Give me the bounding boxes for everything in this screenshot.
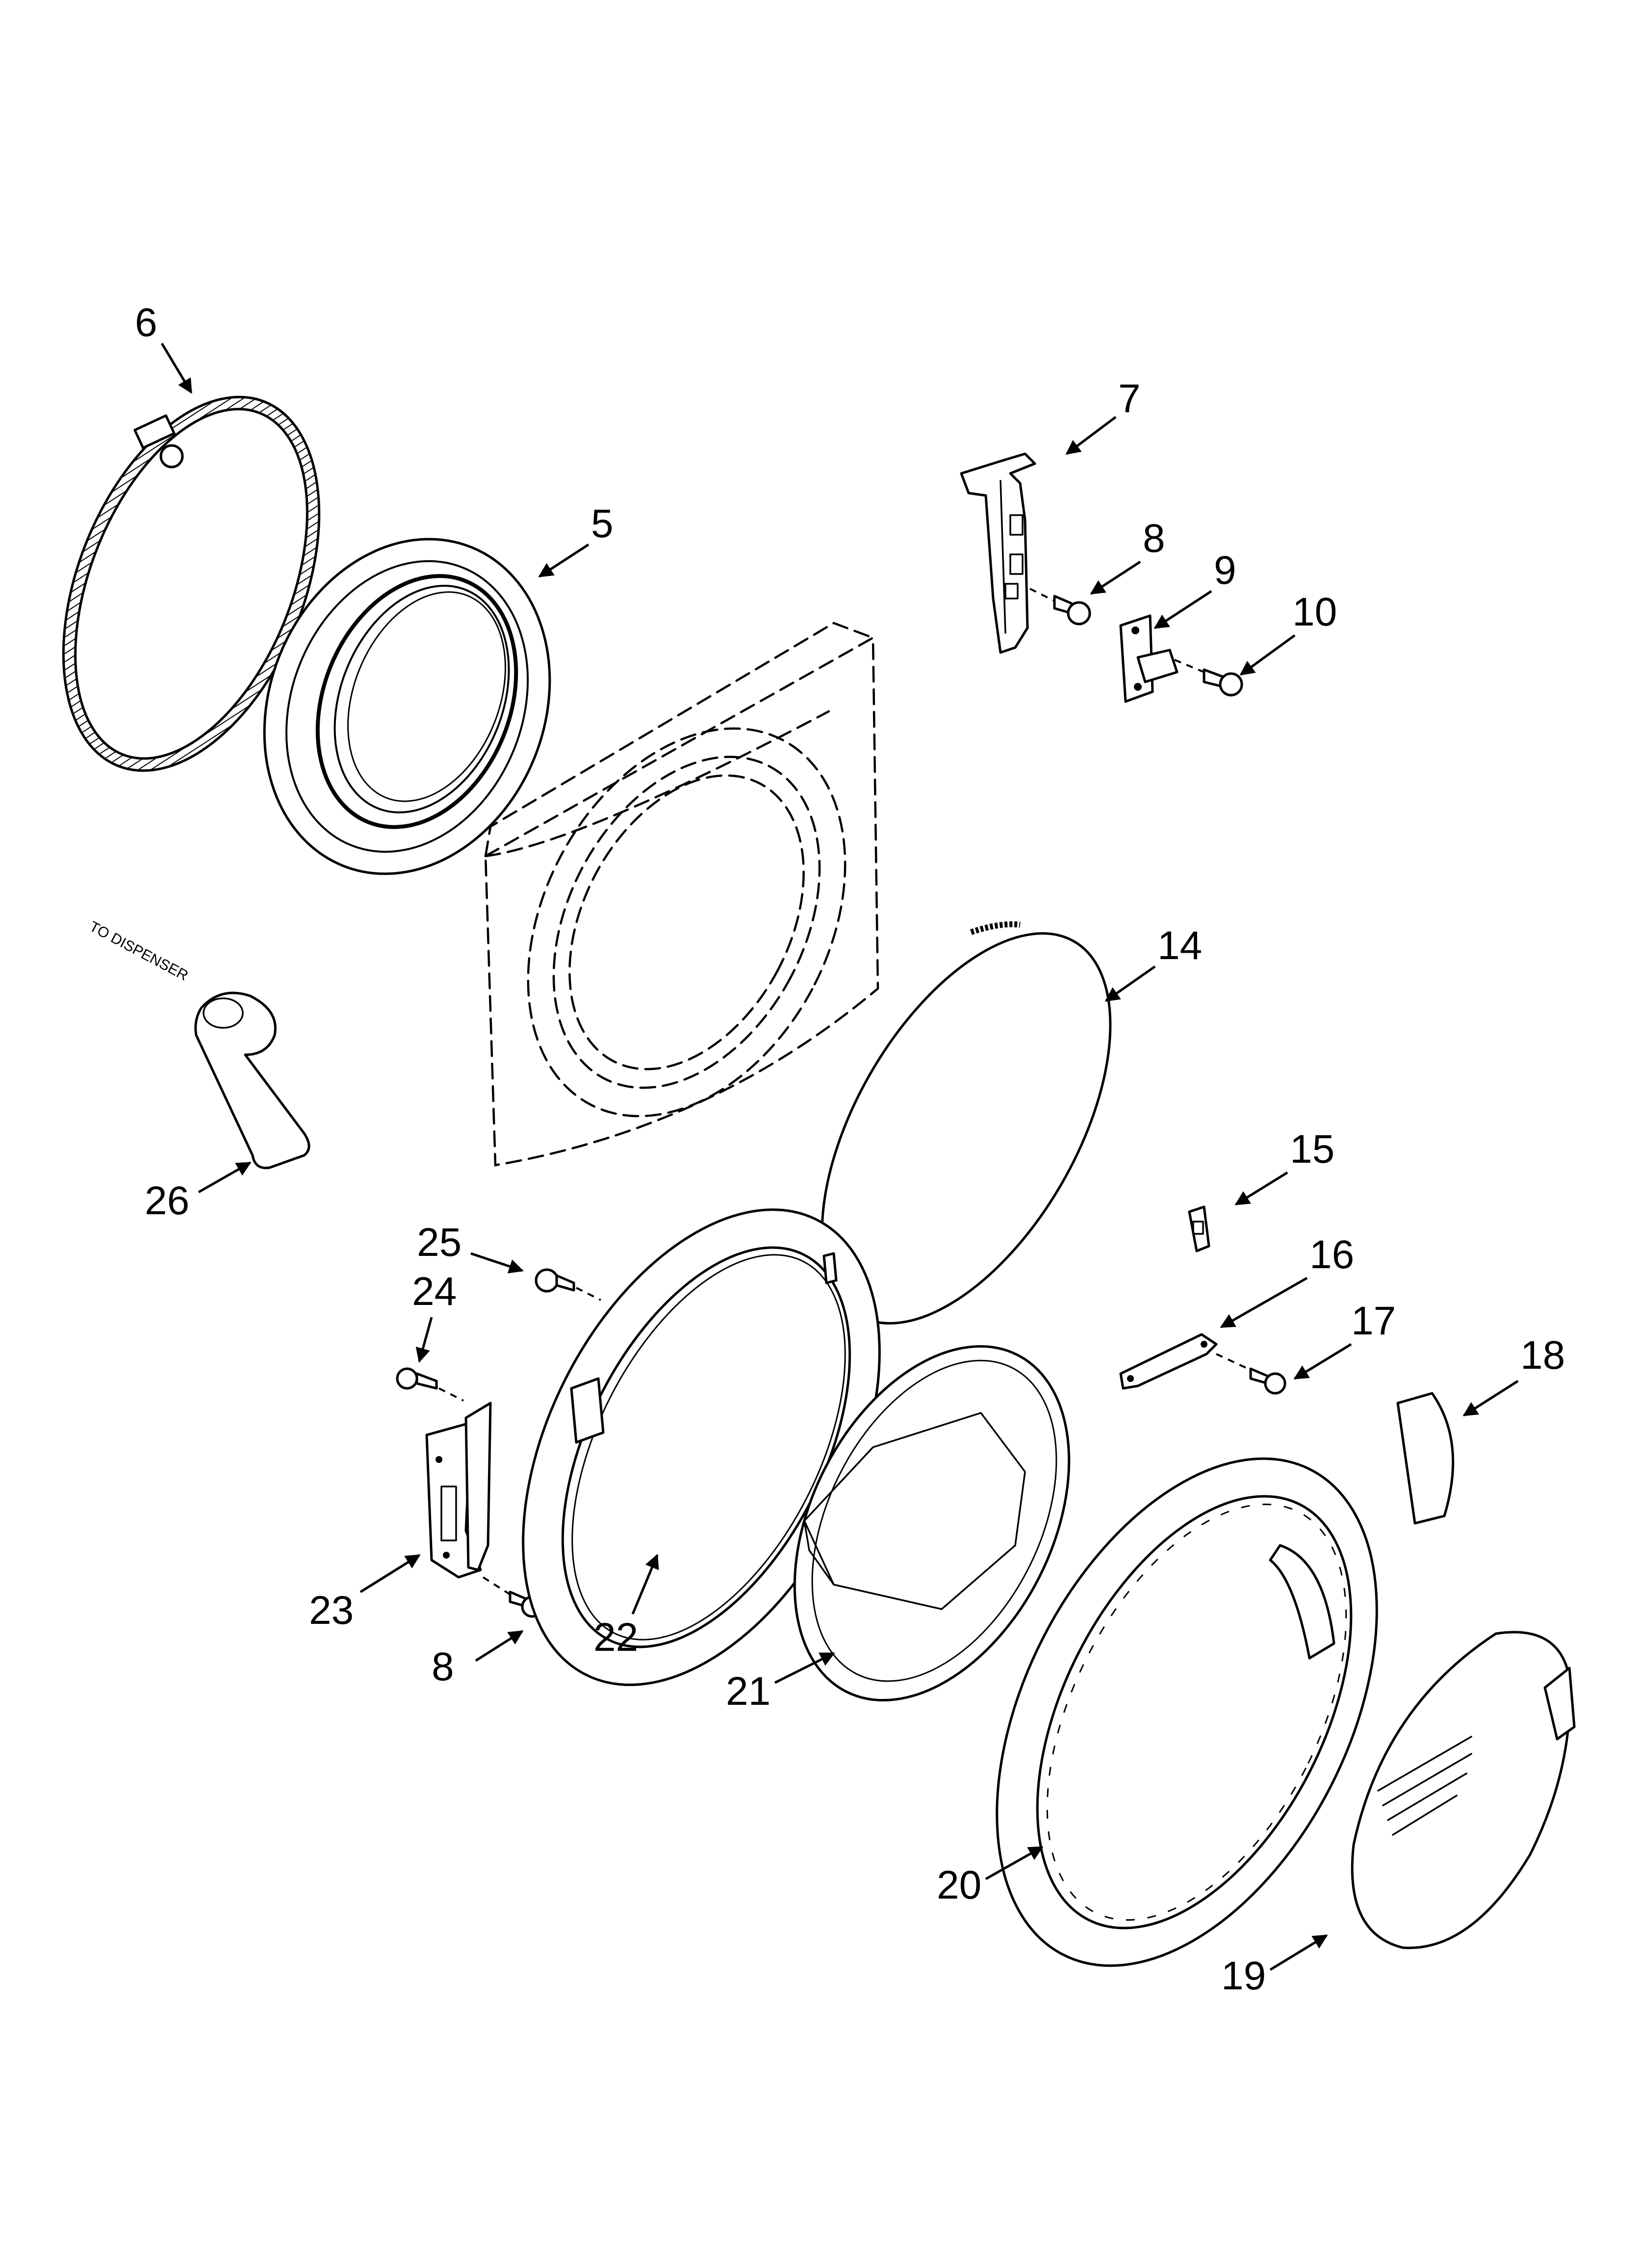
callout-22: 22: [593, 1615, 638, 1660]
callout-21: 21: [726, 1669, 770, 1714]
callout-26: 26: [145, 1178, 189, 1223]
outer-door-cover-part-19: [1351, 1631, 1576, 1949]
callout-9: 9: [1214, 548, 1236, 593]
callout-16: 16: [1309, 1232, 1354, 1277]
callout-17: 17: [1351, 1299, 1396, 1343]
clamp-screw: [133, 414, 184, 469]
callout-19: 19: [1221, 1954, 1266, 1998]
callout-14: 14: [1157, 923, 1202, 968]
callout-8-upper: 8: [1143, 516, 1165, 561]
clip-part-15: [1188, 1205, 1210, 1252]
callout-18: 18: [1520, 1333, 1565, 1378]
door-strike-part-9: [1119, 614, 1179, 703]
dispenser-hose-part-26: [194, 991, 310, 1170]
door-lock-switch-part-7: [960, 452, 1036, 654]
callout-8-lower: 8: [432, 1644, 454, 1689]
screw-part-10: [1174, 659, 1243, 697]
to-dispenser-annotation: TO DISPENSER: [87, 918, 191, 984]
screw-part-25: [535, 1268, 601, 1301]
door-bellow-part-5: [263, 538, 551, 875]
screw-part-8-upper: [1029, 588, 1091, 626]
callout-10: 10: [1292, 590, 1337, 634]
handle-cover-part-18: [1396, 1392, 1455, 1525]
callout-24: 24: [412, 1269, 457, 1314]
front-panel-reference-outline: [484, 622, 879, 1167]
door-glass-part-21: [793, 1345, 1071, 1702]
door-hinge-part-23: [425, 1402, 492, 1579]
bracket-part-16: [1119, 1333, 1218, 1390]
callout-6: 6: [135, 300, 157, 345]
glare-lines: [1377, 1736, 1472, 1836]
outer-door-frame-part-20: [996, 1457, 1378, 1967]
callout-15: 15: [1290, 1127, 1334, 1172]
callout-7: 7: [1118, 376, 1141, 421]
callout-23: 23: [309, 1588, 354, 1633]
callout-25: 25: [417, 1220, 462, 1265]
callout-5: 5: [591, 501, 614, 546]
screw-part-24: [396, 1367, 464, 1402]
inner-door-frame-part-22: [522, 1208, 881, 1686]
screw-part-17: [1216, 1353, 1286, 1395]
callout-20: 20: [937, 1863, 981, 1907]
